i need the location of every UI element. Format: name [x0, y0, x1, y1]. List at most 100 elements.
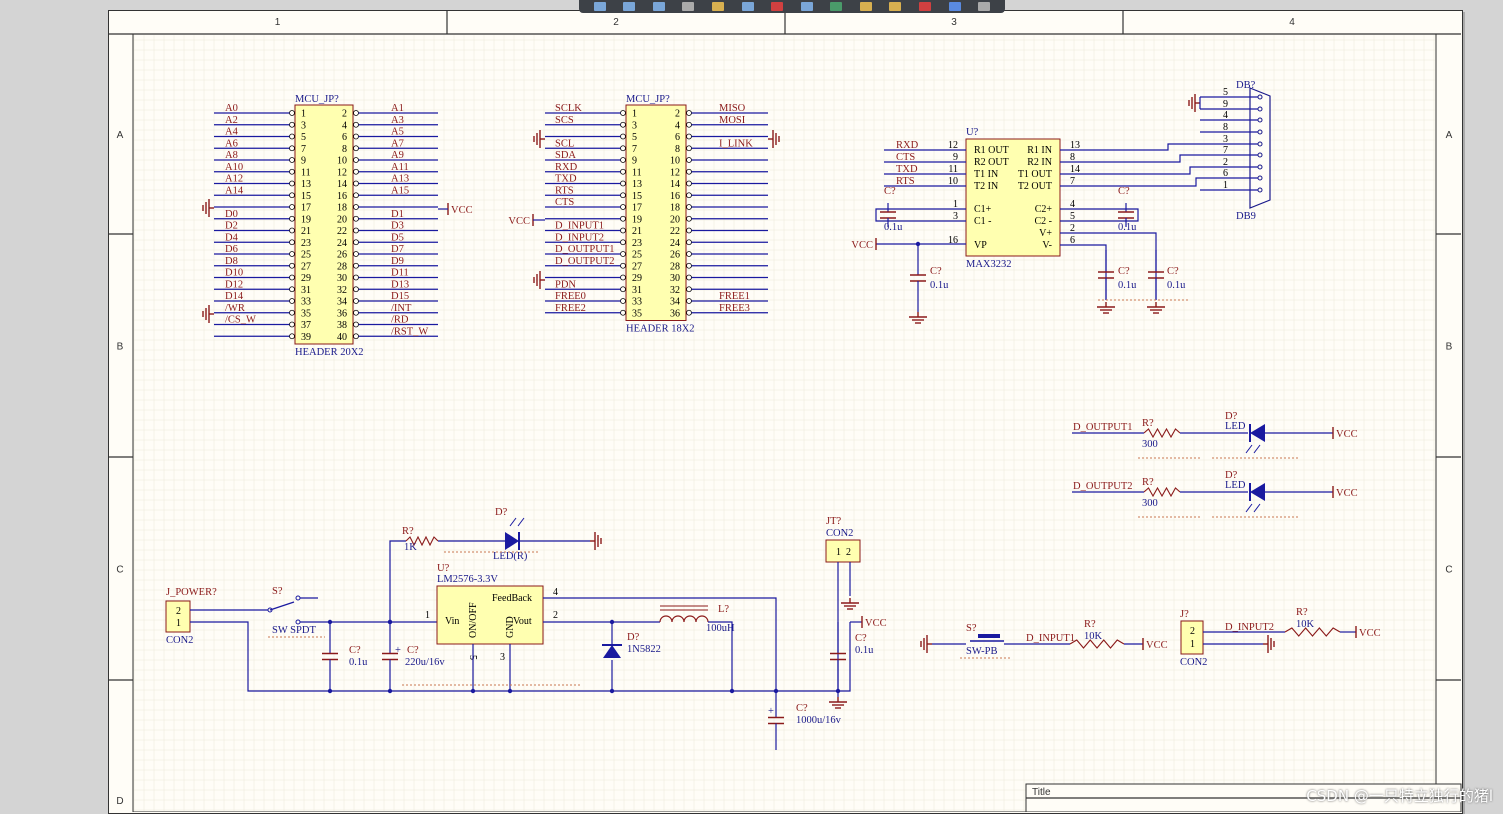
pin-number: 19 [632, 214, 642, 225]
component-part: CON2 [1180, 657, 1207, 668]
sheet-icon[interactable] [889, 2, 902, 11]
input-connector-body[interactable] [1180, 620, 1204, 655]
regulator-ic-body[interactable] [436, 585, 544, 645]
component-part: SW SPDT [272, 625, 316, 636]
ic-pin-label: C1+ [974, 204, 992, 215]
column-zone-label: 4 [1289, 17, 1295, 28]
junction-dot [470, 688, 476, 694]
cap-ref: C? [884, 186, 896, 197]
capacitor-symbol [1148, 250, 1164, 300]
db9-pin [1257, 187, 1263, 193]
pin-number: 5 [301, 132, 306, 143]
led-symbol [1245, 483, 1265, 513]
pin-number: 20 [337, 214, 347, 225]
pin-marker [353, 110, 359, 116]
ic-pin-number: 13 [1070, 140, 1080, 151]
res-value: 300 [1142, 498, 1158, 509]
component-designator: MCU_JP? [295, 94, 339, 105]
vcc-label: VCC [508, 216, 530, 227]
net-label: A11 [391, 162, 409, 173]
vcc-power-port: VCC [447, 203, 473, 216]
pin-number: 22 [670, 226, 680, 237]
move-icon[interactable] [623, 2, 636, 11]
pin-number: 2 [675, 109, 680, 120]
net-label: D_INPUT1 [1026, 633, 1075, 644]
pin-marker [620, 168, 626, 175]
ic-pin-number: 3 [500, 652, 505, 663]
pin-marker [620, 121, 626, 128]
wire [1084, 166, 1200, 175]
ic-pin-label: C2+ [1035, 204, 1053, 215]
pin-number: 23 [301, 238, 311, 249]
pointer-icon[interactable] [593, 2, 606, 11]
pin-marker [686, 274, 692, 281]
pin-number: 16 [670, 191, 680, 202]
vcc-label: VCC [1336, 429, 1358, 440]
net-label: D10 [225, 268, 243, 279]
power-connector-body[interactable] [165, 600, 191, 633]
vcc-power-port: VCC [861, 616, 887, 629]
net-label: D9 [391, 256, 404, 267]
jumper-connector-body[interactable] [825, 539, 861, 563]
pin-number: 3 [301, 120, 306, 131]
ic-pin-label: FeedBack [492, 593, 532, 604]
header-connector-body[interactable] [294, 104, 354, 345]
pin-marker [289, 298, 295, 304]
cap-value: 0.1u [1167, 280, 1186, 291]
component-part: LM2576-3.3V [437, 574, 498, 585]
port-icon[interactable] [800, 2, 813, 11]
select-icon[interactable] [652, 2, 665, 11]
wire-icon[interactable] [741, 2, 754, 11]
pin-marker [620, 133, 626, 140]
capacitor-symbol [1118, 203, 1134, 227]
component-designator: DB? [1236, 80, 1256, 91]
arc-icon[interactable] [978, 2, 991, 11]
pin-marker [620, 274, 626, 281]
power-icon[interactable] [771, 2, 784, 11]
component-part: SW-PB [966, 646, 998, 657]
title-block-label: Title [1032, 787, 1051, 798]
component-designator: S? [966, 623, 977, 634]
net-label: D_OUTPUT2 [1073, 481, 1133, 492]
pin-number: 18 [670, 203, 680, 214]
pin-number: 35 [632, 308, 642, 319]
net-label: I_LINK [719, 138, 753, 149]
net-label: D_OUTPUT2 [555, 256, 615, 267]
net-label: FREE2 [555, 303, 586, 314]
pin-marker [686, 215, 692, 222]
cap-value: 0.1u [1118, 280, 1137, 291]
max3232-ic-body[interactable] [965, 138, 1061, 257]
net-label: FREE3 [719, 303, 750, 314]
net-label: MOSI [719, 115, 746, 126]
component-part: CON2 [826, 528, 853, 539]
pin-marker [289, 251, 295, 257]
wire [190, 621, 820, 692]
net-label: PDN [555, 279, 576, 290]
ic-pin-number: 3 [953, 211, 958, 222]
vcc-label: VCC [451, 205, 473, 216]
bus-icon[interactable] [859, 2, 872, 11]
vcc-label: VCC [1359, 628, 1381, 639]
ic-pin-number: 4 [553, 587, 558, 598]
floating-toolbar [579, 0, 1005, 13]
pin-number: 40 [337, 332, 347, 343]
pin-marker [686, 121, 692, 128]
component-designator: JT? [826, 516, 842, 527]
pin-marker [289, 133, 295, 140]
ground-symbol [1147, 302, 1165, 314]
text-icon[interactable] [948, 2, 961, 11]
wire [1084, 154, 1200, 163]
pin-number: 1 [176, 618, 181, 629]
net-label: A6 [225, 138, 238, 149]
component-icon[interactable] [712, 2, 725, 11]
pin-marker [289, 168, 295, 175]
header-connector-body[interactable] [625, 104, 687, 321]
junction-dot [387, 619, 393, 625]
ground-icon[interactable] [830, 2, 843, 11]
list-icon[interactable] [682, 2, 695, 11]
pin-number: 39 [301, 332, 311, 343]
pin-marker [686, 298, 692, 304]
pin-number: 27 [632, 261, 642, 272]
resistor-symbol [1284, 627, 1341, 637]
netlabel-icon[interactable] [918, 2, 931, 11]
